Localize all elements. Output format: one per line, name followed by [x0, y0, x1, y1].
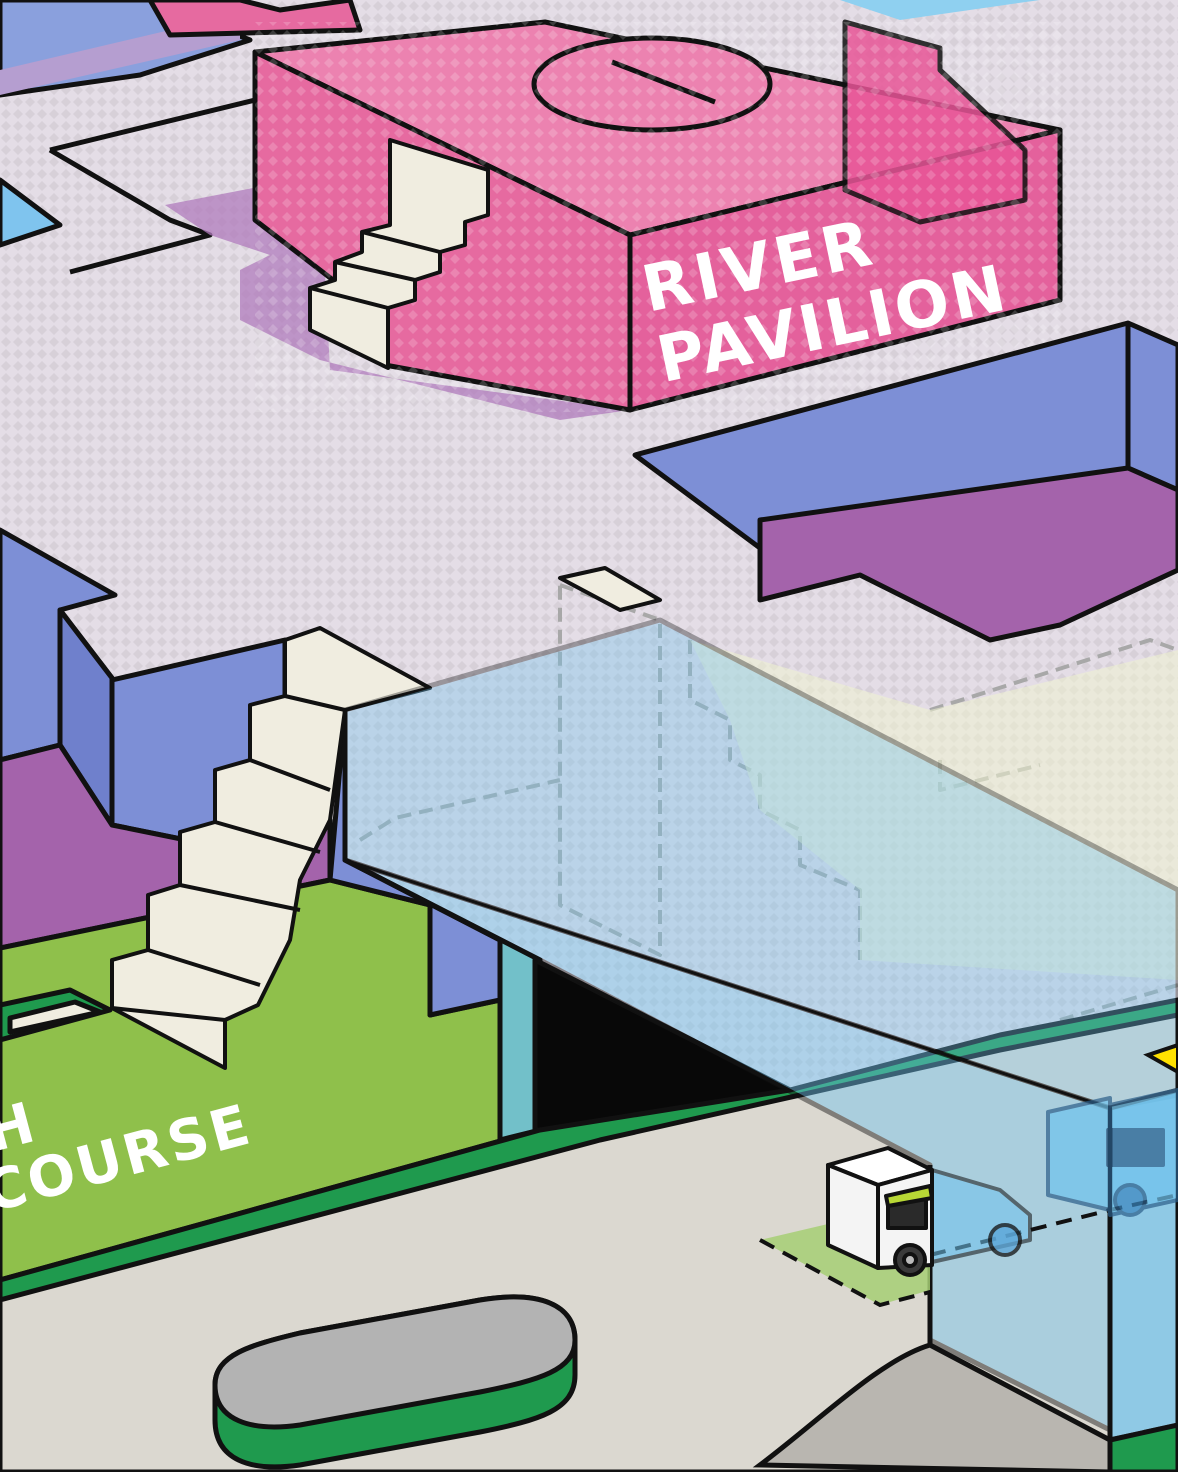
- ledge-caps: [558, 566, 662, 612]
- road-curve: [752, 1342, 1113, 1472]
- sunken-court-east: [632, 320, 1178, 643]
- plaza-outlines: [48, 97, 256, 275]
- food-truck-icon: [826, 1146, 1032, 1277]
- grand-stairs: [110, 626, 432, 1070]
- hazard-sign-icon: [1143, 1042, 1178, 1075]
- glass-wall: [342, 617, 1178, 1443]
- food-truck-ghost-icon: [1046, 1088, 1178, 1217]
- tunnel-block: [327, 707, 793, 1143]
- raised-planter: [212, 1294, 578, 1470]
- glass-building-floor: [690, 640, 1178, 980]
- upper-water-area: [0, 0, 1040, 248]
- pavilion-stairs: [308, 138, 490, 370]
